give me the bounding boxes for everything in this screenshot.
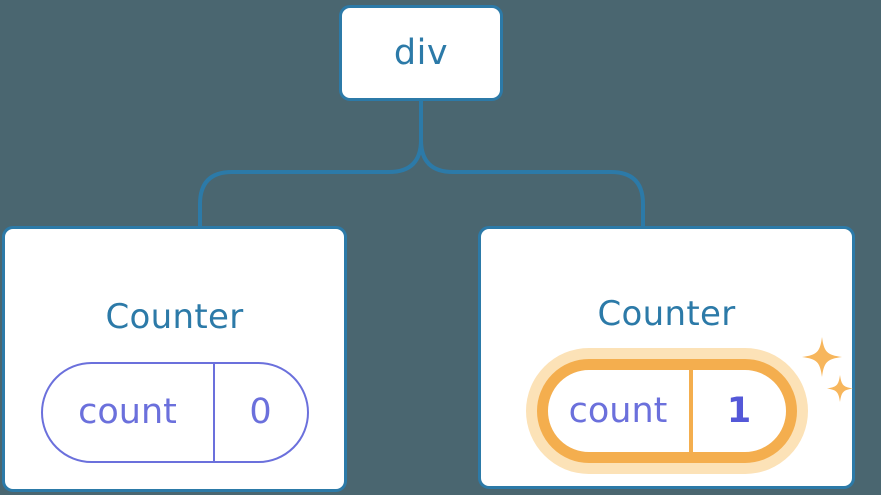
edge-root-to-left — [198, 99, 423, 230]
root-node-label: div — [393, 32, 449, 73]
node-title: Counter — [105, 297, 244, 337]
node-counter-left[interactable]: Counter count 0 — [2, 226, 347, 492]
four-point-star-icon — [826, 375, 853, 402]
state-pill-highlighted[interactable]: count 1 — [536, 359, 797, 463]
node-root-div[interactable]: div — [339, 5, 503, 101]
state-value: 1 — [726, 390, 752, 431]
state-pill-wrapper: count 1 — [536, 337, 853, 463]
state-value: 0 — [249, 392, 272, 432]
node-title: Counter — [597, 294, 736, 334]
node-counter-right[interactable]: Counter count 1 — [478, 226, 855, 489]
sparkles-group — [801, 337, 853, 402]
edge-root-to-right — [419, 99, 645, 230]
state-pill-wrapper: count 0 — [40, 362, 309, 463]
four-point-star-icon — [801, 337, 842, 377]
state-pill[interactable]: count 0 — [40, 362, 309, 463]
state-key: count — [548, 370, 693, 452]
state-key: count — [43, 364, 215, 461]
